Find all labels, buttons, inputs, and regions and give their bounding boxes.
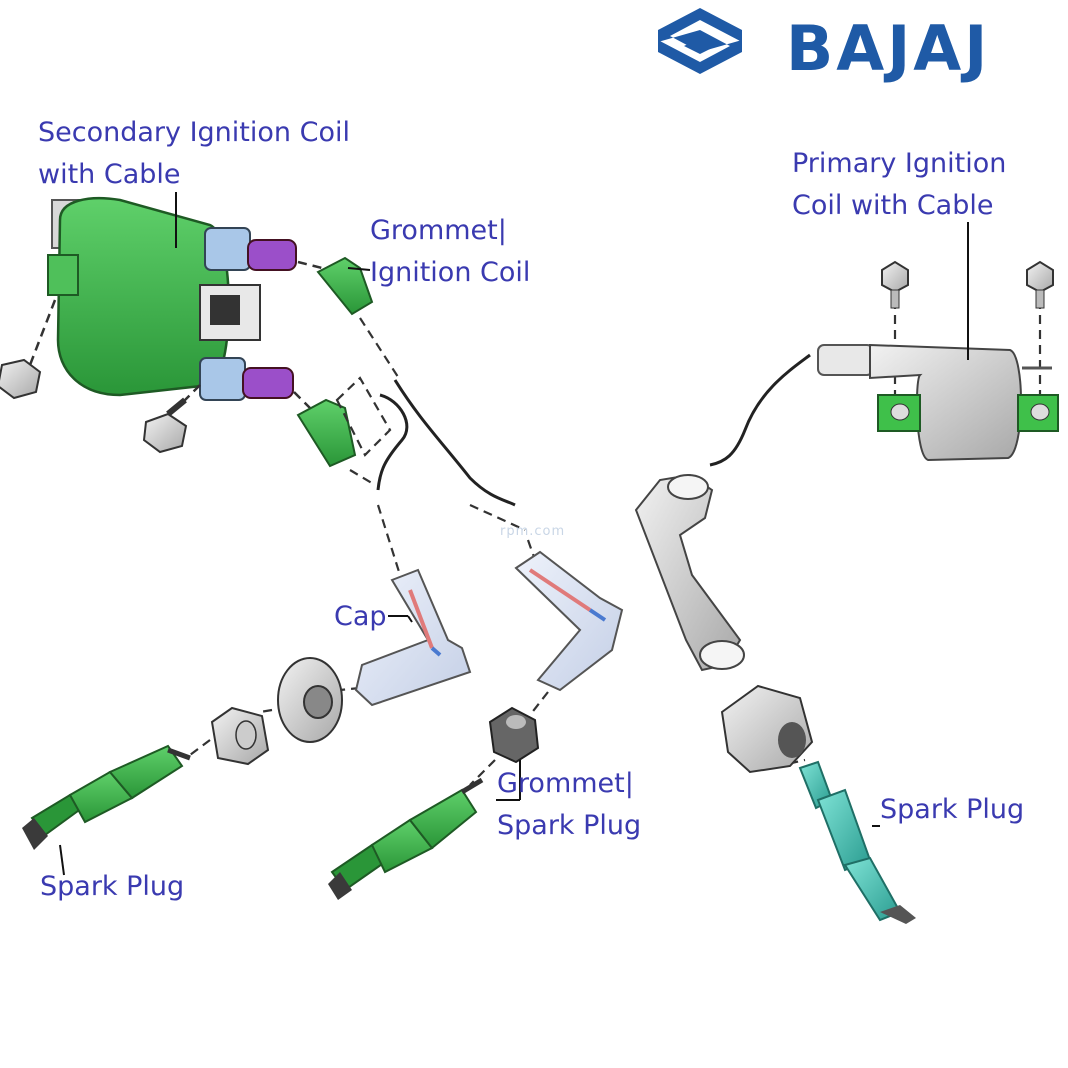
grommet-ignition-coil-upper	[297, 256, 374, 316]
spark-plug-left	[22, 744, 191, 850]
label-primary-coil-line2: Coil with Cable	[792, 190, 994, 221]
mounting-bolt-icon	[142, 384, 201, 454]
label-grommet-coil-line1: Grommet|	[370, 215, 507, 246]
mounting-bolt-icon	[0, 299, 57, 400]
spark-plug-cap-right	[634, 473, 745, 672]
mounting-bolt-icon	[1026, 260, 1054, 309]
spark-plug-right	[798, 760, 916, 924]
grommet-spark-plug-right	[720, 684, 814, 774]
high-tension-cable	[376, 353, 811, 507]
primary-ignition-coil	[817, 343, 1059, 462]
spark-plug-middle	[328, 777, 484, 900]
secondary-ignition-coil	[47, 196, 297, 401]
label-grommet-plug-line1: Grommet|	[497, 768, 634, 799]
label-spark-plug-right: Spark Plug	[880, 794, 1025, 825]
watermark: rpm.com	[500, 524, 566, 539]
label-secondary-coil-line2: with Cable	[38, 159, 181, 190]
spark-plug-cap-left	[354, 568, 472, 707]
label-cap: Cap	[334, 601, 387, 632]
mounting-bolt-icon	[881, 260, 909, 309]
label-primary-coil-line1: Primary Ignition	[792, 148, 1007, 179]
grommet-spark-plug	[488, 706, 540, 764]
leader-lines	[59, 192, 969, 876]
bajaj-logo-icon	[658, 8, 742, 74]
spark-plug-cap-middle	[514, 550, 624, 692]
grommet-ignition-coil-lower	[293, 391, 357, 468]
spark-plug-terminal-nut	[210, 706, 270, 766]
label-grommet-coil-line2: Ignition Coil	[370, 257, 531, 288]
label-secondary-coil-line1: Secondary Ignition Coil	[38, 117, 350, 148]
label-grommet-plug-line2: Spark Plug	[497, 810, 642, 841]
spark-plug-washer	[277, 657, 343, 743]
label-spark-plug-left: Spark Plug	[40, 871, 185, 902]
brand-wordmark: BAJAJ	[786, 12, 991, 85]
